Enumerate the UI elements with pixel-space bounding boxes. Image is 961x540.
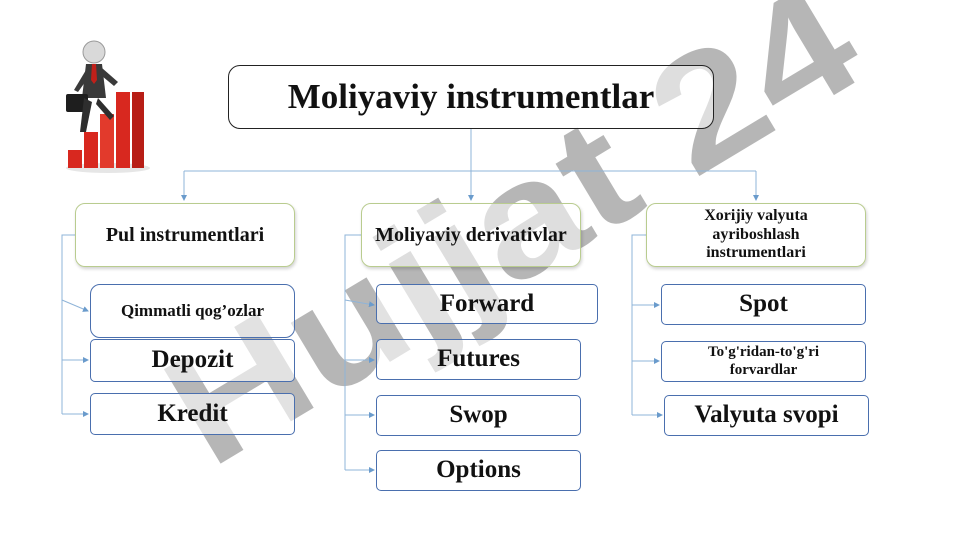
item-label: Swop bbox=[449, 401, 508, 429]
category-label: Pul instrumentlari bbox=[105, 223, 265, 246]
item-label: Futures bbox=[437, 345, 520, 373]
item-swop: Swop bbox=[376, 395, 581, 436]
item-kredit: Kredit bbox=[90, 393, 295, 435]
item-togridan-togri-forvardlar: To'g'ridan-to'g'ri forvardlar bbox=[661, 341, 866, 382]
item-label: Valyuta svopi bbox=[694, 401, 839, 429]
root-node: Moliyaviy instrumentlar bbox=[228, 65, 714, 129]
item-label: Kredit bbox=[157, 399, 228, 427]
category-label: Moliyaviy derivativlar bbox=[375, 223, 567, 246]
item-label: Qimmatli qog’ozlar bbox=[120, 301, 265, 321]
item-label: Options bbox=[436, 456, 521, 484]
item-valyuta-svopi: Valyuta svopi bbox=[664, 395, 869, 436]
item-label: Spot bbox=[739, 290, 788, 318]
item-spot: Spot bbox=[661, 284, 866, 325]
item-label: To'g'ridan-to'g'ri forvardlar bbox=[707, 344, 820, 378]
category-moliyaviy-derivativlar: Moliyaviy derivativlar bbox=[361, 203, 581, 267]
item-label: Depozit bbox=[151, 346, 234, 374]
root-title: Moliyaviy instrumentlar bbox=[287, 76, 655, 116]
item-options: Options bbox=[376, 450, 581, 491]
item-forward: Forward bbox=[376, 284, 598, 324]
item-depozit: Depozit bbox=[90, 339, 295, 382]
businessman-climbing-bar-chart-icon bbox=[66, 40, 150, 173]
category-label: Xorijiy valyuta ayriboshlash instrumentl… bbox=[704, 207, 808, 262]
item-label: Forward bbox=[439, 289, 535, 317]
category-pul-instrumentlari: Pul instrumentlari bbox=[75, 203, 295, 267]
item-futures: Futures bbox=[376, 339, 581, 380]
item-qimmatli-qogozlar: Qimmatli qog’ozlar bbox=[90, 284, 295, 338]
category-xorijiy-valyuta: Xorijiy valyuta ayriboshlash instrumentl… bbox=[646, 203, 866, 267]
